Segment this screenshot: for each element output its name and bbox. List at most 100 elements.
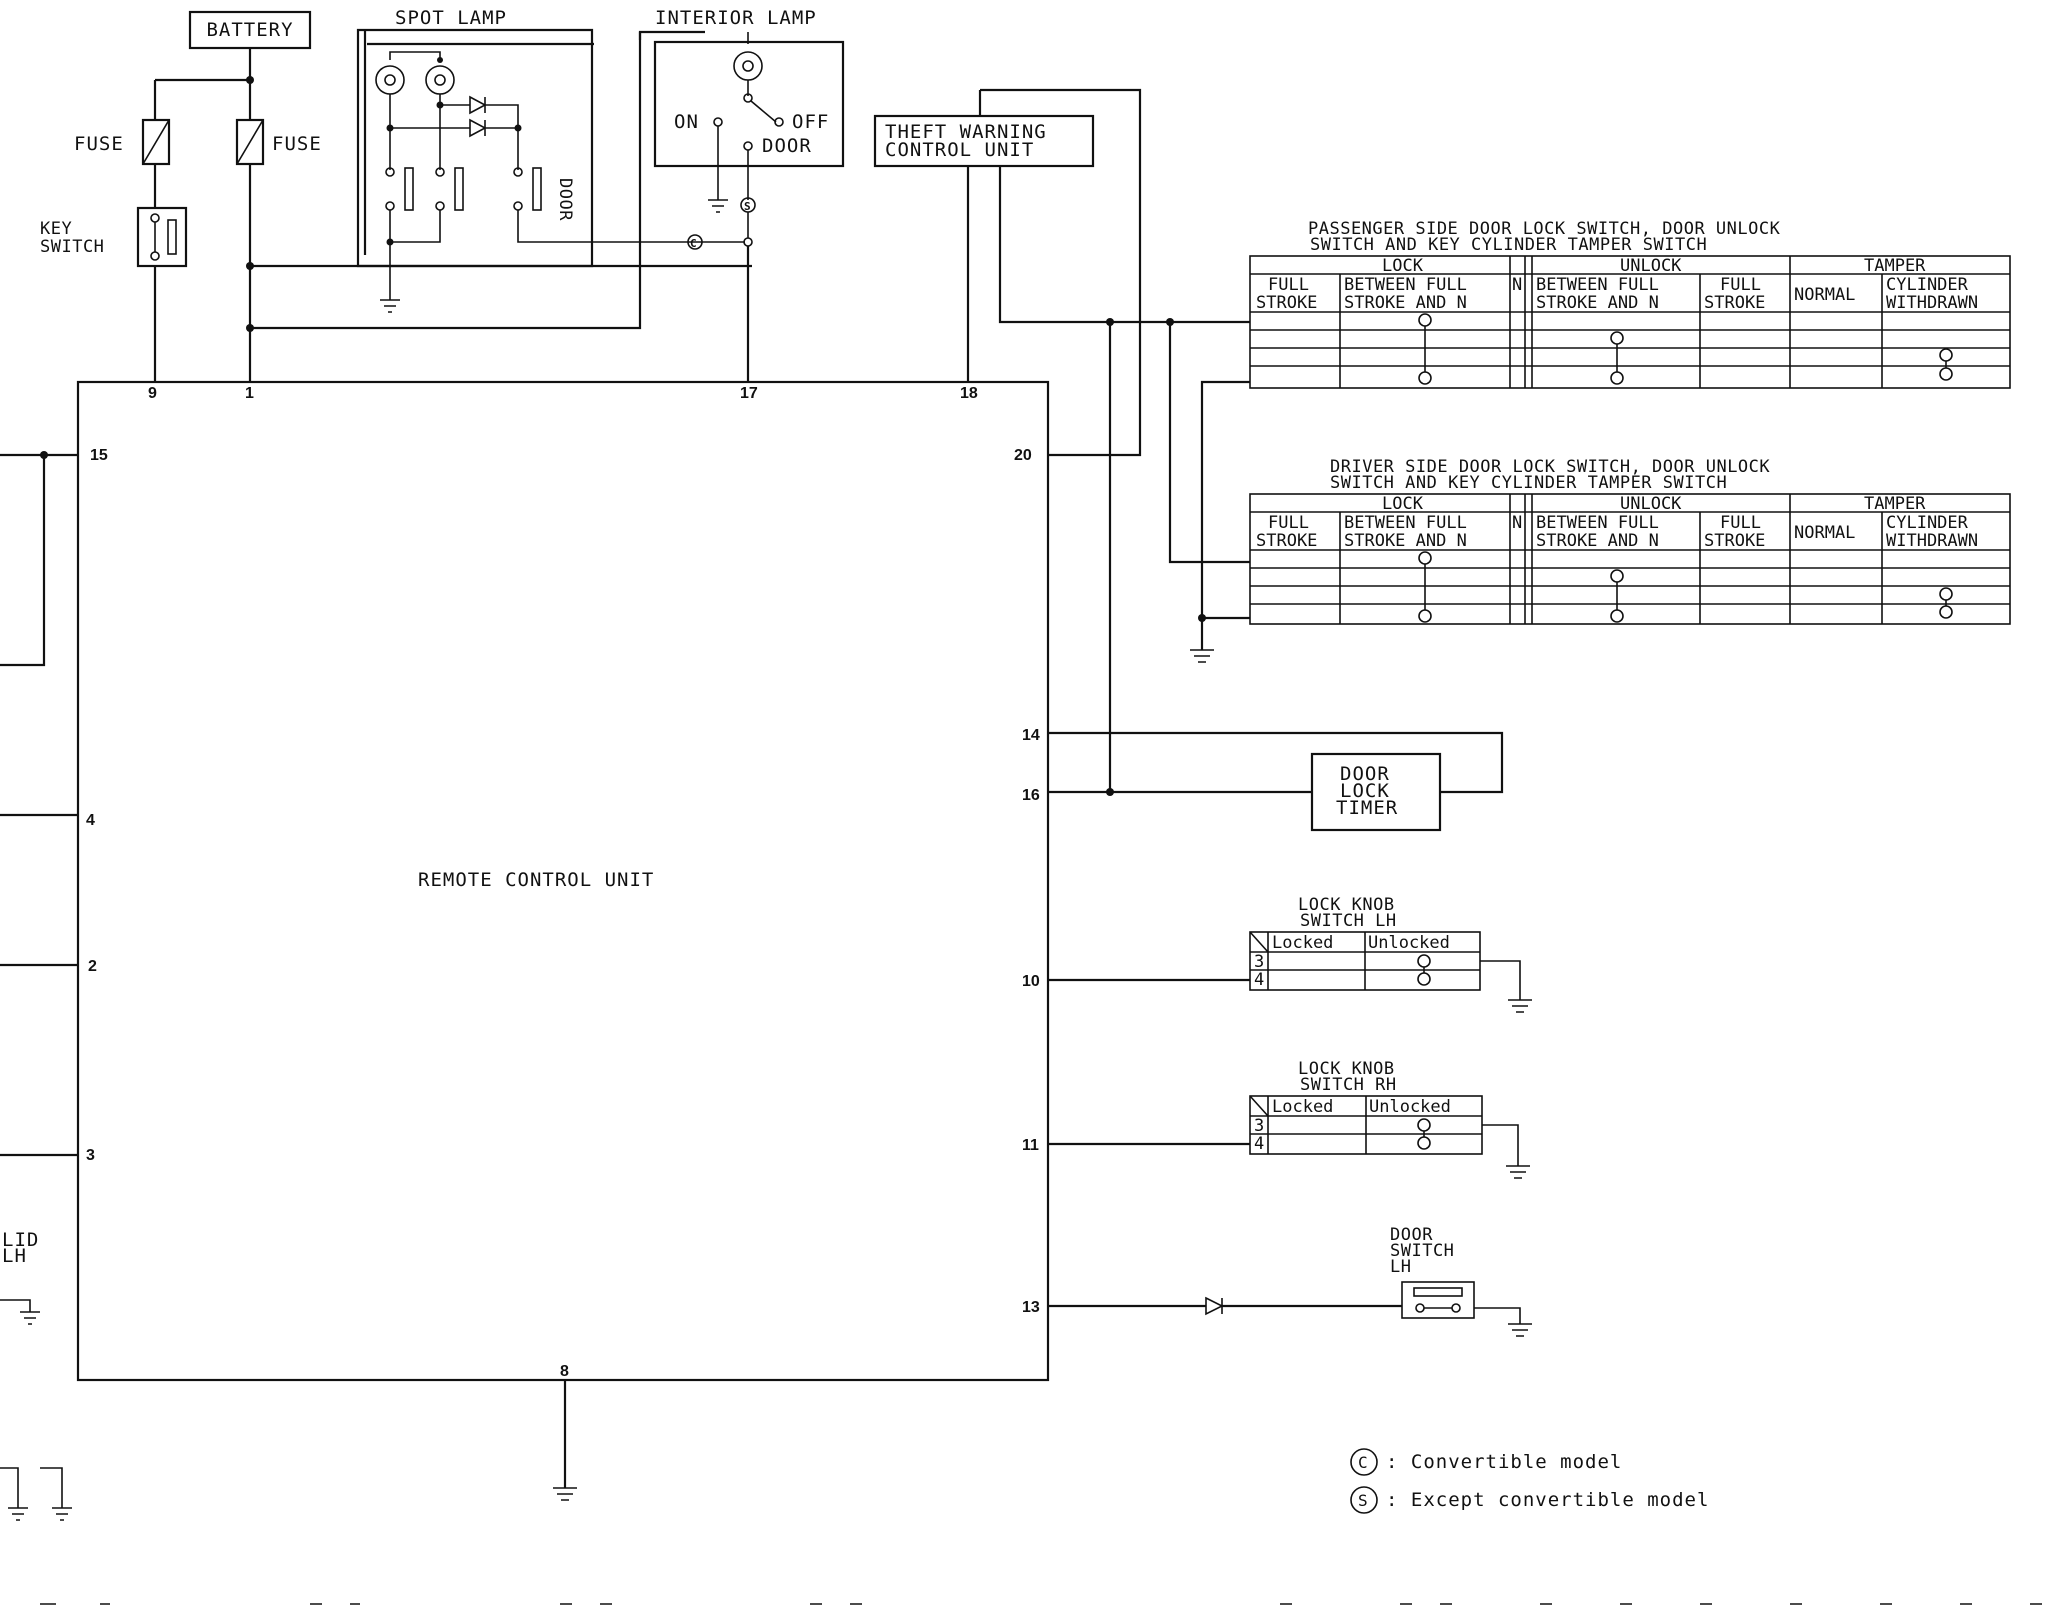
lock-knob-switch-lh: LOCK KNOB SWITCH LH Locked Unlocked 3 4 [1249,895,1481,991]
passenger-col-between-u-2: STROKE AND N [1536,293,1659,313]
driver-col-full-2: STROKE [1256,531,1317,551]
door-label: DOOR [762,135,812,157]
lock-knob-lh-row-4: 4 [1254,970,1264,990]
driver-title-2: SWITCH AND KEY CYLINDER TAMPER SWITCH [1330,473,1727,493]
key-switch [136,206,188,268]
legend-c-symbol: C [1358,1453,1368,1472]
pin-3: 3 [86,1147,95,1164]
lid-label-1: LID [2,1229,39,1251]
passenger-col-between-2: STROKE AND N [1344,293,1467,313]
pin-20: 20 [1014,447,1032,464]
fuse-right-label: FUSE [272,133,322,155]
s-symbol-lamp: S [744,200,751,213]
battery-block: BATTERY [188,10,312,50]
legend: C : Convertible model S : Except convert… [1350,1448,1709,1514]
driver-col-normal: NORMAL [1794,523,1855,543]
fuse-left-label: FUSE [74,133,124,155]
legend-s-text: : Except convertible model [1386,1489,1709,1511]
driver-col-n: N [1512,513,1522,533]
pin-13: 13 [1022,1299,1040,1316]
spot-door-label: DOOR [555,178,575,221]
pin-2: 2 [88,958,97,975]
driver-col-cylinder-1: CYLINDER [1886,513,1969,533]
lock-knob-rh-unlocked: Unlocked [1369,1097,1451,1117]
door-lock-timer-label-2: LOCK [1340,780,1390,802]
key-switch-label-2: SWITCH [40,237,104,257]
door-switch-lh: DOOR SWITCH LH [1390,1225,1475,1319]
door-lock-timer-label-3: TIMER [1336,797,1398,819]
passenger-col-full-2: STROKE [1256,293,1317,313]
lock-knob-rh-row-4: 4 [1254,1134,1264,1154]
passenger-col-full-u-2: STROKE [1704,293,1765,313]
pin-16: 16 [1022,787,1040,804]
remote-control-unit: REMOTE CONTROL UNIT [76,380,1050,1382]
driver-col-between-u-2: STROKE AND N [1536,531,1659,551]
door-switch-label-2: SWITCH [1390,1241,1454,1261]
passenger-col-full-1: FULL [1268,275,1309,295]
door-lock-timer: DOOR LOCK TIMER [1310,752,1442,832]
door-switch-label-3: LH [1390,1257,1411,1277]
driver-group-lock: LOCK [1382,494,1424,514]
driver-col-between-1: BETWEEN FULL [1344,513,1467,533]
legend-s-symbol: S [1358,1491,1368,1510]
driver-col-full-u-2: STROKE [1704,531,1765,551]
lock-knob-lh-row-3: 3 [1254,952,1264,972]
door-switch-label-1: DOOR [1390,1225,1433,1245]
passenger-col-between-1: BETWEEN FULL [1344,275,1467,295]
passenger-col-normal: NORMAL [1794,285,1855,305]
spot-lamp-label: SPOT LAMP [395,7,507,29]
pin-17: 17 [740,385,758,402]
battery-label: BATTERY [206,19,293,41]
pin-10: 10 [1022,973,1040,990]
off-label: OFF [792,111,829,133]
fuse-right [235,118,265,166]
driver-group-tamper: TAMPER [1864,494,1926,514]
passenger-group-unlock: UNLOCK [1620,256,1682,276]
door-lock-timer-label-1: DOOR [1340,763,1390,785]
pin-4: 4 [86,812,95,829]
lid-label-2: LH [2,1245,27,1267]
theft-warning-control-unit: THEFT WARNING CONTROL UNIT [873,114,1095,168]
interior-lamp: S [638,32,845,247]
lock-knob-rh-locked: Locked [1272,1097,1333,1117]
driver-col-cylinder-2: WITHDRAWN [1886,531,1978,551]
passenger-col-cylinder-2: WITHDRAWN [1886,293,1978,313]
pin-11: 11 [1022,1137,1039,1154]
pin-18: 18 [960,385,978,402]
passenger-col-cylinder-1: CYLINDER [1886,275,1969,295]
lock-knob-rh-row-3: 3 [1254,1116,1264,1136]
driver-title-1: DRIVER SIDE DOOR LOCK SWITCH, DOOR UNLOC… [1330,457,1770,477]
theft-label-1: THEFT WARNING [885,121,1047,143]
passenger-col-n: N [1512,275,1522,295]
interior-lamp-label: INTERIOR LAMP [655,7,817,29]
driver-switch-table: DRIVER SIDE DOOR LOCK SWITCH, DOOR UNLOC… [1249,457,2011,625]
passenger-group-lock: LOCK [1382,256,1424,276]
fuse-left [141,118,171,166]
passenger-title-2: SWITCH AND KEY CYLINDER TAMPER SWITCH [1310,235,1707,255]
passenger-col-between-u-1: BETWEEN FULL [1536,275,1659,295]
lock-knob-lh-locked: Locked [1272,933,1333,953]
lock-knob-switch-rh: LOCK KNOB SWITCH RH Locked Unlocked 3 4 [1249,1059,1483,1155]
driver-col-between-u-1: BETWEEN FULL [1536,513,1659,533]
pin-8: 8 [560,1363,569,1380]
pin-9: 9 [148,385,157,402]
passenger-col-full-u-1: FULL [1720,275,1761,295]
c-symbol-lamp: C [690,237,697,250]
key-switch-label-1: KEY [40,219,72,239]
passenger-group-tamper: TAMPER [1864,256,1926,276]
driver-col-full-u-1: FULL [1720,513,1761,533]
driver-col-full-1: FULL [1268,513,1309,533]
theft-label-2: CONTROL UNIT [885,139,1034,161]
lock-knob-rh-title-1: LOCK KNOB [1298,1059,1395,1079]
lock-knob-lh-title-2: SWITCH LH [1300,911,1397,931]
pin-1: 1 [245,385,254,402]
spot-lamp [356,28,700,313]
pin-15: 15 [90,447,108,464]
driver-col-between-2: STROKE AND N [1344,531,1467,551]
legend-c-text: : Convertible model [1386,1451,1622,1473]
lock-knob-rh-title-2: SWITCH RH [1300,1075,1397,1095]
driver-group-unlock: UNLOCK [1620,494,1682,514]
remote-control-unit-label: REMOTE CONTROL UNIT [418,869,654,891]
on-label: ON [674,111,699,133]
